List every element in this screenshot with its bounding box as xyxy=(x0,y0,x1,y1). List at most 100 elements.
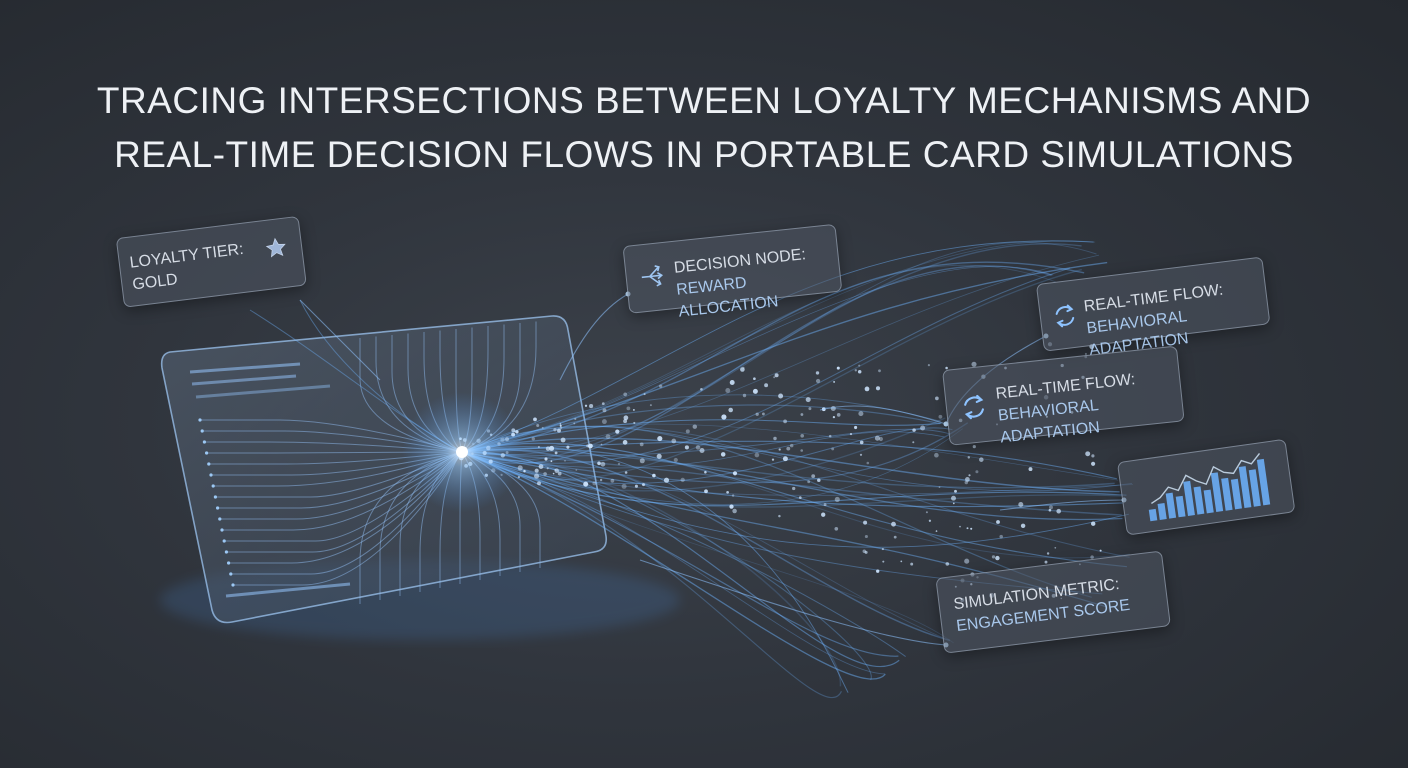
flow-particle xyxy=(729,504,734,509)
flow-line xyxy=(461,254,1100,453)
chart-trend-line xyxy=(1151,452,1261,505)
flow-particle xyxy=(836,413,841,417)
card-footer-bar xyxy=(225,582,351,598)
flow-particle xyxy=(597,461,601,466)
flow-particle xyxy=(935,530,938,532)
card-circuit-node xyxy=(200,429,204,433)
flow-particle xyxy=(704,489,708,494)
flow-particle xyxy=(742,393,747,398)
flow-particle xyxy=(863,520,868,525)
flow-particle xyxy=(617,462,621,466)
flow-particle xyxy=(881,548,884,551)
flow-particle xyxy=(626,406,631,411)
flow-particle xyxy=(965,477,970,482)
flow-particle xyxy=(600,443,603,446)
flow-line xyxy=(461,451,900,668)
flow-particle xyxy=(559,423,562,425)
flow-particle xyxy=(945,562,950,566)
flow-particle xyxy=(967,456,971,459)
flow-line xyxy=(461,422,969,484)
flow-particle xyxy=(564,459,566,462)
card-circuit-node xyxy=(207,462,211,466)
flow-particle xyxy=(601,402,605,406)
flow-line xyxy=(461,451,842,699)
flow-particle xyxy=(966,527,969,530)
flow-particle xyxy=(934,452,939,458)
card-header-bar xyxy=(191,374,297,386)
flow-line xyxy=(461,425,1092,598)
flow-line xyxy=(461,446,849,693)
flow-particle xyxy=(874,435,880,441)
flow-particle xyxy=(700,388,703,391)
flow-particle xyxy=(671,438,677,444)
flow-particle xyxy=(574,417,577,421)
flow-particle xyxy=(783,419,787,424)
cycle-arrows-icon xyxy=(964,394,984,420)
flow-particle xyxy=(800,433,805,438)
flow-line xyxy=(461,451,1129,548)
flow-particle xyxy=(557,471,562,476)
flow-particle xyxy=(834,496,840,502)
flow-particle xyxy=(623,415,629,421)
flow-particle xyxy=(552,472,555,475)
card-circuit-node xyxy=(198,418,202,422)
flow-line xyxy=(461,451,1127,507)
flow-particle xyxy=(800,413,804,416)
flow-particle xyxy=(792,486,796,491)
flow-particle xyxy=(808,407,812,411)
flow-particle xyxy=(951,495,956,501)
flow-line xyxy=(461,428,963,505)
flow-particle xyxy=(536,423,540,428)
connector-line xyxy=(819,405,947,425)
flow-particle xyxy=(938,486,941,489)
title-line-2: REAL-TIME DECISION FLOWS IN PORTABLE CAR… xyxy=(114,134,1294,175)
flow-particle xyxy=(538,464,544,469)
flow-particle xyxy=(864,534,868,539)
flow-particle xyxy=(599,478,603,482)
flow-particle xyxy=(876,569,880,573)
flow-particle xyxy=(991,555,996,559)
flow-particle xyxy=(1085,451,1091,457)
flow-particle xyxy=(550,460,553,463)
flow-particle xyxy=(543,472,547,476)
flow-particle xyxy=(858,364,861,367)
flow-particle xyxy=(782,456,788,462)
flow-particle xyxy=(1091,461,1096,466)
flow-particle xyxy=(624,471,628,474)
flow-particle xyxy=(720,452,726,457)
flow-particle xyxy=(1046,552,1050,555)
flow-particle xyxy=(610,478,615,483)
flow-particle xyxy=(584,404,588,407)
flow-line xyxy=(461,264,1056,453)
flow-particle xyxy=(858,411,864,417)
flow-particle xyxy=(972,445,976,449)
flow-particle xyxy=(656,453,662,459)
card-circuit-node xyxy=(231,583,235,587)
star-icon xyxy=(265,237,286,258)
flow-line xyxy=(461,437,1120,493)
flow-particle xyxy=(862,549,867,553)
flow-particle xyxy=(773,436,777,441)
flow-particle xyxy=(811,474,816,479)
flow-particle xyxy=(752,388,758,394)
flow-particle xyxy=(517,476,520,479)
flow-line xyxy=(461,451,886,675)
flow-particle xyxy=(537,446,540,448)
flow-particle xyxy=(692,424,698,429)
flow-particle xyxy=(995,555,1000,561)
card-header-bar xyxy=(189,362,301,374)
flow-particle xyxy=(815,371,820,375)
flow-particle xyxy=(964,558,970,564)
cycle-arrows-icon xyxy=(1055,304,1075,328)
flow-particle xyxy=(1028,467,1033,472)
flow-particle xyxy=(823,503,827,507)
branch-icon xyxy=(641,265,664,287)
flow-particle xyxy=(732,508,737,514)
bar-chart-icon xyxy=(1148,452,1271,522)
flow-line xyxy=(461,423,1119,481)
flow-line xyxy=(461,266,1054,453)
flow-particle xyxy=(615,429,620,434)
flow-particle xyxy=(979,457,984,462)
flow-line xyxy=(461,449,944,639)
